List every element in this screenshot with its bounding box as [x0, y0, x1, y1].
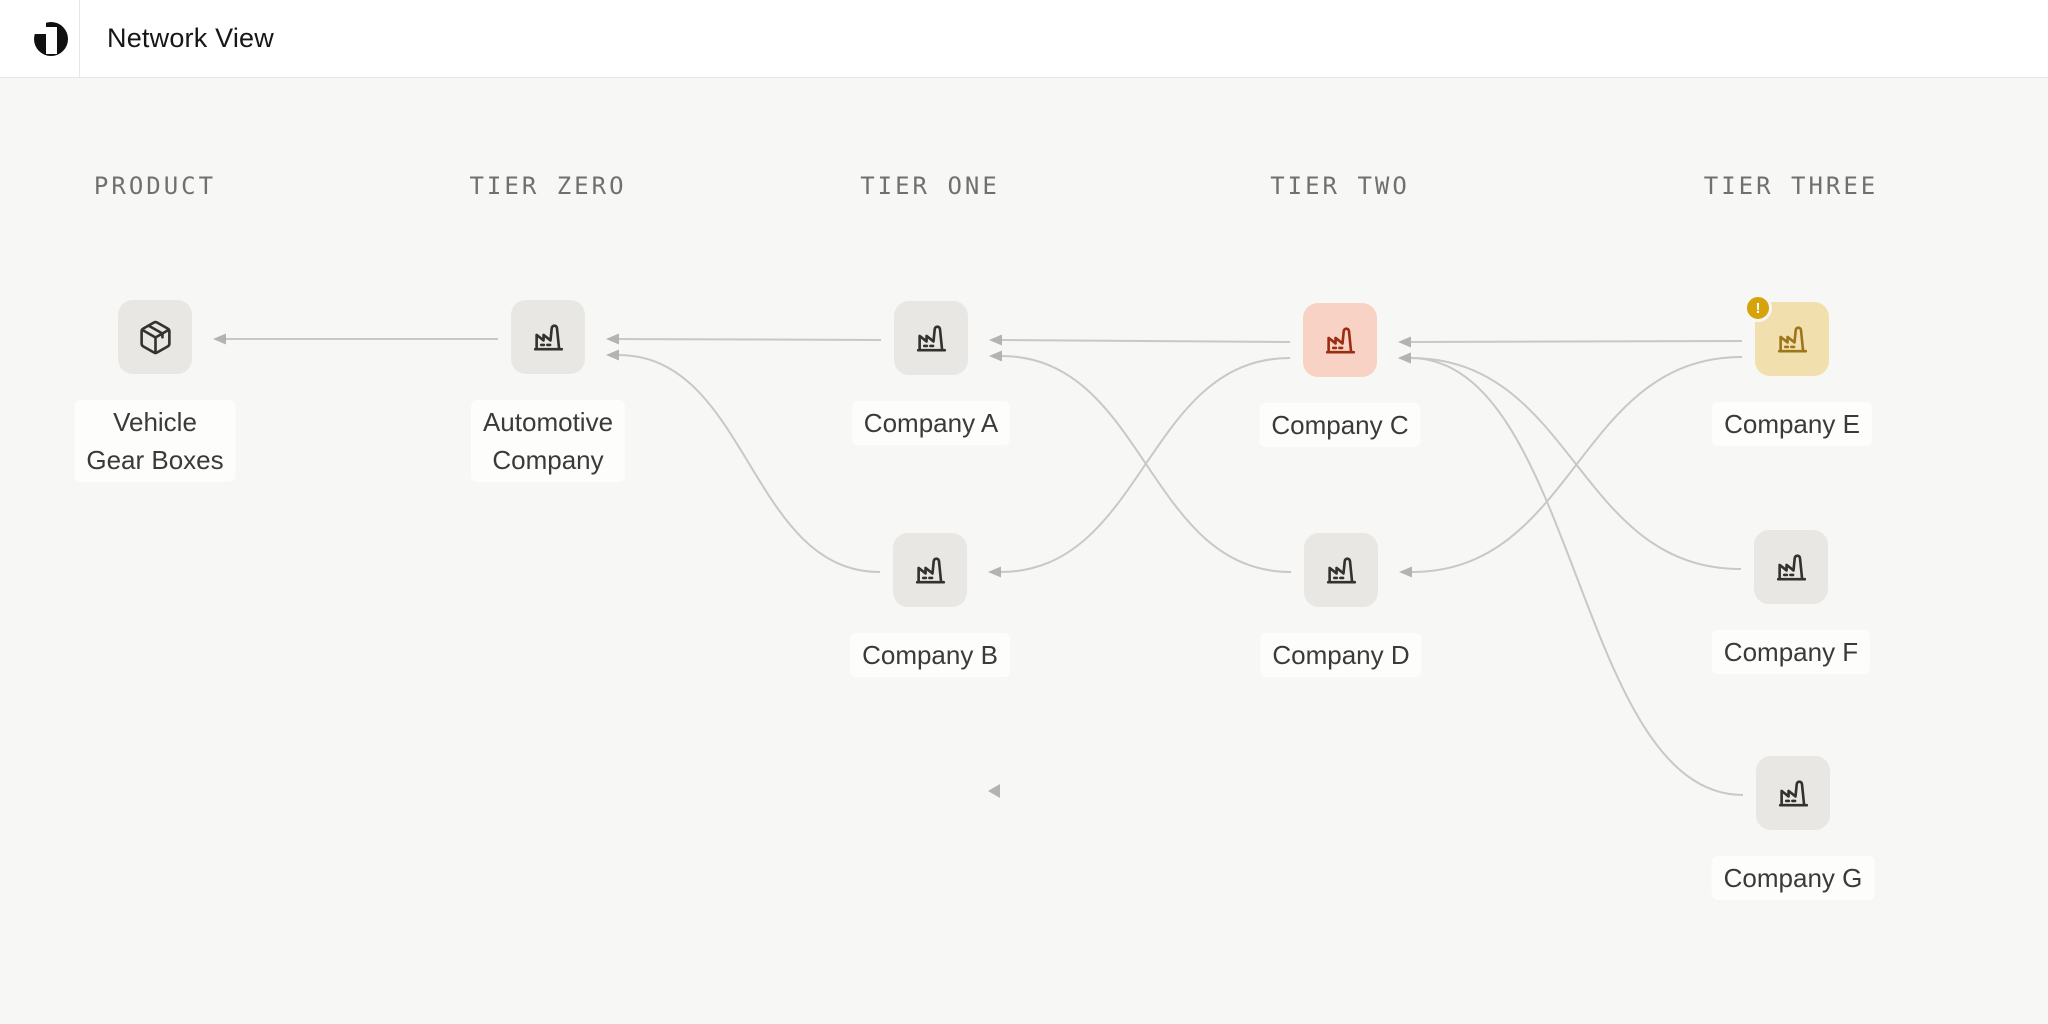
factory-icon: [912, 552, 949, 589]
node-product[interactable]: [118, 300, 192, 374]
factory-icon: [1773, 549, 1810, 586]
node-label-companyG: Company G: [1711, 856, 1875, 900]
edge-companyG-to-companyC: [1398, 352, 1744, 796]
factory-icon: [1323, 552, 1360, 589]
warning-badge: !: [1744, 294, 1772, 322]
package-icon: [137, 319, 174, 356]
node-automotive[interactable]: [511, 300, 585, 374]
node-label-companyB: Company B: [850, 633, 1010, 677]
page-title: Network View: [107, 23, 274, 53]
tier-header-tier0: TIER ZERO: [469, 172, 627, 200]
node-label-companyF: Company F: [1711, 630, 1871, 674]
factory-icon: [1322, 322, 1359, 359]
node-companyB[interactable]: [893, 533, 967, 607]
edge-companyE-to-companyD: [1399, 356, 1743, 578]
tier-header-product: PRODUCT: [93, 172, 217, 200]
tier-header-tier3: TIER THREE: [1703, 172, 1879, 200]
node-label-product: Vehicle Gear Boxes: [74, 400, 236, 482]
edge-companyA-to-automotive: [606, 333, 882, 345]
factory-icon: [1775, 775, 1812, 812]
node-companyE[interactable]: !: [1744, 294, 1829, 376]
edge-companyC-to-companyA: [989, 334, 1291, 346]
factory-icon: [1774, 321, 1811, 358]
orphan-arrowhead-marker: [988, 784, 1000, 798]
tier-header-tier1: TIER ONE: [860, 172, 1000, 200]
home-button[interactable]: [0, 0, 80, 77]
brand-logo-icon: [34, 21, 68, 56]
node-companyG[interactable]: [1756, 756, 1830, 830]
node-label-companyA: Company A: [851, 401, 1011, 445]
node-label-companyC: Company C: [1259, 403, 1421, 447]
top-bar: Network View: [0, 0, 2048, 78]
node-label-companyE: Company E: [1712, 402, 1872, 446]
node-label-automotive: Automotive Company: [470, 400, 626, 482]
edge-companyB-to-automotive: [606, 349, 881, 573]
edge-companyF-to-companyC: [1398, 352, 1742, 570]
node-companyA[interactable]: [894, 301, 968, 375]
factory-icon: [913, 320, 950, 357]
node-label-companyD: Company D: [1260, 633, 1422, 677]
edge-companyE-to-companyC: [1398, 336, 1743, 348]
tier-header-tier2: TIER TWO: [1270, 172, 1410, 200]
edge-automotive-to-product: [213, 333, 498, 345]
node-companyC[interactable]: [1303, 303, 1377, 377]
node-companyF[interactable]: [1754, 530, 1828, 604]
node-companyD[interactable]: [1304, 533, 1378, 607]
factory-icon: [530, 319, 567, 356]
edge-companyD-to-companyA: [989, 350, 1292, 573]
edge-companyC-to-companyB: [988, 357, 1291, 578]
